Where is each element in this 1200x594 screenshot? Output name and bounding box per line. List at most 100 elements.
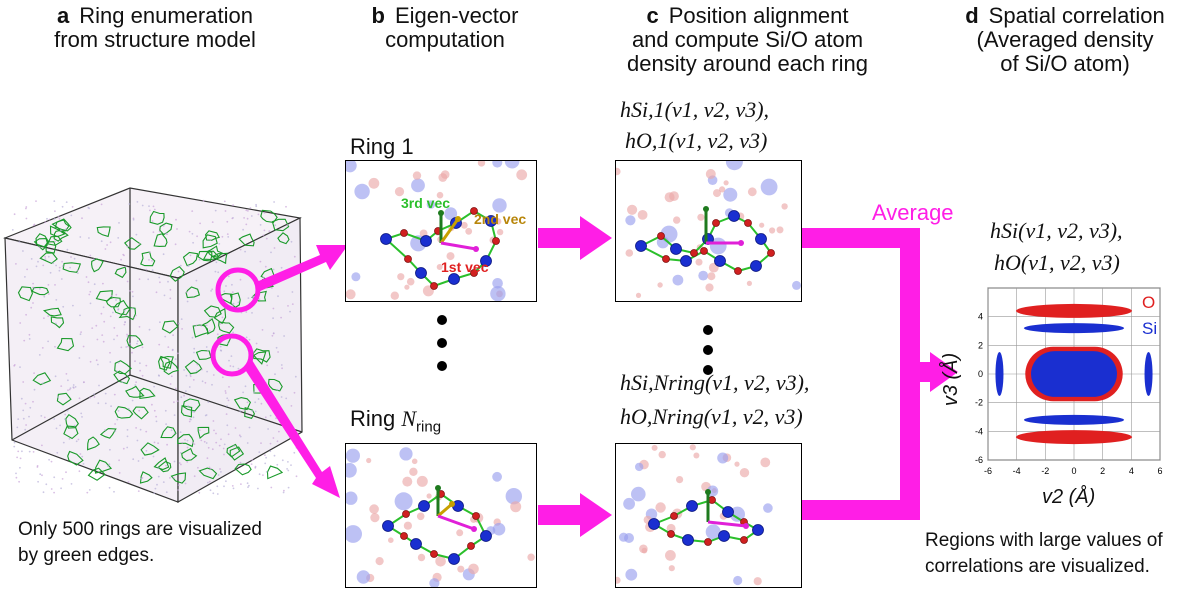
cube-atom-dot: [98, 384, 100, 387]
cube-atom-dot: [251, 410, 254, 412]
cube-atom-dot: [134, 360, 136, 363]
cube-atom-dot: [165, 232, 168, 235]
cube-atom-dot: [151, 260, 153, 262]
cube-atom-dot: [218, 243, 221, 245]
cube-atom-dot: [207, 481, 209, 484]
cube-atom-dot: [50, 460, 53, 463]
step-d-title-line2: (Averaged density: [976, 27, 1154, 52]
cube-atom-dot: [113, 393, 116, 396]
cube-atom-dot: [127, 345, 129, 348]
cube-atom-dot: [273, 247, 276, 249]
si-density-top: [1024, 323, 1124, 334]
o-atom-background: [438, 173, 448, 182]
cube-atom-dot: [205, 324, 208, 327]
ring-si-atom: [752, 524, 764, 536]
si-atom-background: [733, 575, 743, 586]
cube-atom-dot: [185, 374, 188, 377]
plot-y-tick: 0: [978, 369, 983, 379]
cube-ring-edge: [33, 238, 48, 251]
cube-atom-dot: [169, 477, 171, 479]
cube-ring-edge: [271, 218, 290, 232]
cube-atom-dot: [41, 347, 44, 349]
cube-ring-edge: [96, 226, 111, 238]
cube-atom-dot: [232, 331, 235, 334]
cube-atom-dot: [151, 403, 153, 406]
cube-atom-dot: [138, 409, 141, 412]
o-atom-background: [416, 512, 425, 521]
cube-atom-dot: [46, 217, 48, 220]
cube-atom-dot: [80, 331, 82, 333]
cube-atom-dot: [149, 209, 151, 212]
cube-atom-dot: [262, 474, 264, 476]
cube-atom-dot: [13, 213, 16, 216]
caption-right-line2: correlations are visualized.: [925, 556, 1150, 577]
cube-atom-dot: [231, 283, 233, 286]
o-atom-background: [516, 169, 528, 181]
cube-atom-dot: [272, 317, 274, 320]
cube-atom-dot: [191, 232, 194, 235]
cube-atom-dot: [35, 200, 37, 203]
cube-atom-dot: [53, 200, 56, 203]
cube-atom-dot: [102, 282, 104, 285]
cube-atom-dot: [32, 400, 34, 403]
cube-atom-dot: [132, 295, 134, 298]
cube-atom-dot: [152, 455, 155, 458]
cube-atom-dot: [180, 396, 183, 399]
cube-ring-edge: [192, 324, 209, 338]
cube-ring-edge: [205, 230, 221, 241]
cube-atom-dot: [157, 475, 160, 478]
ring-o-atom: [402, 510, 410, 518]
first-vector-head: [738, 240, 744, 246]
cube-atom-dot: [57, 396, 60, 398]
cube-atom-dot: [13, 364, 16, 366]
cube-atom-dot: [220, 438, 222, 441]
cube-atom-dot: [21, 450, 23, 453]
cube-atom-dot: [224, 210, 227, 212]
ring-o-atom: [712, 219, 720, 227]
o-atom-background: [637, 210, 648, 220]
cube-atom-dot: [65, 471, 67, 474]
cube-atom-dot: [132, 218, 135, 221]
o-atom-background: [397, 273, 405, 281]
cube-ring-edge: [170, 472, 187, 484]
cube-atom-dot: [260, 402, 263, 405]
o-atom-background: [689, 444, 696, 451]
cube-atom-dot: [192, 379, 195, 381]
cube-atom-dot: [13, 445, 16, 448]
cube-atom-dot: [176, 228, 178, 230]
second-vector-head: [455, 216, 461, 222]
cube-atom-dot: [39, 473, 42, 476]
cube-atom-dot: [172, 476, 175, 479]
cube-atom-dot: [257, 213, 260, 216]
cube-atom-dot: [138, 326, 141, 328]
si-atom-background: [492, 522, 506, 536]
cube-ring-edge: [202, 318, 216, 335]
cube-atom-dot: [189, 374, 192, 376]
cube-atom-dot: [206, 457, 209, 460]
cube-atom-dot: [42, 264, 45, 267]
cube-atom-dot: [138, 243, 141, 245]
cube-atom-dot: [193, 347, 196, 350]
cube-atom-dot: [225, 480, 227, 483]
o-atom-background: [460, 221, 468, 229]
cube-atom-dot: [22, 381, 25, 383]
cube-atom-dot: [247, 210, 249, 212]
cube-atom-dot: [109, 315, 112, 318]
cube-atom-dot: [216, 485, 219, 488]
cube-atom-dot: [42, 491, 45, 494]
cube-atom-dot: [280, 364, 283, 366]
si-atom-background: [351, 272, 361, 282]
cube-atom-dot: [210, 467, 212, 470]
cube-atom-dot: [18, 241, 21, 243]
si-atom-background: [346, 161, 357, 173]
cube-atom-dot: [108, 463, 111, 466]
ring-o-atom: [472, 512, 480, 520]
cube-atom-dot: [139, 428, 142, 431]
step-c-letter: c: [646, 3, 659, 28]
cube-atom-dot: [72, 304, 74, 307]
cube-atom-dot: [257, 398, 260, 400]
cube-atom-dot: [250, 215, 253, 217]
o-atom-background: [635, 292, 642, 298]
cube-atom-dot: [44, 221, 47, 224]
